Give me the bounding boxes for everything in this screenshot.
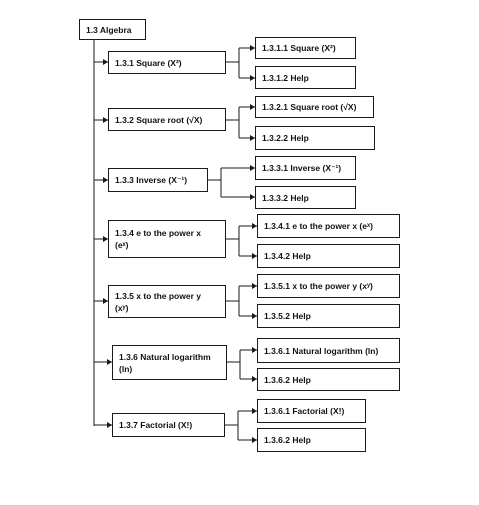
child-arrow-a-1 [250, 45, 255, 51]
node-inverse-function: 1.3.3.1 Inverse (X⁻¹) [255, 156, 356, 180]
node-x-power-y-help-label: 1.3.5.2 Help [264, 311, 311, 321]
child-arrow-b-7 [252, 437, 257, 443]
node-factorial: 1.3.7 Factorial (X!) [112, 413, 225, 437]
child-arrow-b-5 [252, 313, 257, 319]
node-x-power-y: 1.3.5 x to the power y (xʸ) [108, 285, 226, 318]
node-inverse-help-label: 1.3.3.2 Help [262, 192, 309, 203]
branch-arrow-1 [103, 59, 108, 65]
node-x-power-y-function-label: 1.3.5.1 x to the power y (xʸ) [264, 281, 373, 291]
node-natural-logarithm-help: 1.3.6.2 Help [257, 368, 400, 391]
node-x-power-y-function: 1.3.5.1 x to the power y (xʸ) [257, 274, 400, 298]
root-node-label: 1.3 Algebra [86, 24, 132, 35]
node-square-function-label: 1.3.1.1 Square (X²) [262, 43, 336, 53]
child-arrow-b-6 [252, 376, 257, 382]
node-square-root-function-label: 1.3.2.1 Square root (√X) [262, 102, 357, 112]
node-e-power-x-help-label: 1.3.4.2 Help [264, 251, 311, 261]
child-arrow-a-5 [252, 283, 257, 289]
child-arrow-b-1 [250, 75, 255, 81]
node-square-root-help: 1.3.2.2 Help [255, 126, 375, 150]
child-arrow-b-4 [252, 253, 257, 259]
branch-arrow-2 [103, 117, 108, 123]
node-e-power-x-label: 1.3.4 e to the power x (eˣ) [115, 228, 201, 250]
node-square-root-help-label: 1.3.2.2 Help [262, 133, 309, 143]
node-x-power-y-label: 1.3.5 x to the power y (xʸ) [115, 290, 201, 313]
node-e-power-x: 1.3.4 e to the power x (eˣ) [108, 220, 226, 258]
node-inverse-label: 1.3.3 Inverse (X⁻¹) [115, 175, 188, 185]
node-inverse-function-label: 1.3.3.1 Inverse (X⁻¹) [262, 163, 342, 173]
node-square-function: 1.3.1.1 Square (X²) [255, 37, 356, 59]
node-factorial-function-label: 1.3.6.1 Factorial (X!) [264, 406, 345, 416]
child-arrow-a-7 [252, 408, 257, 414]
child-arrow-a-4 [252, 223, 257, 229]
branch-arrow-4 [103, 236, 108, 242]
node-square: 1.3.1 Square (X²) [108, 51, 226, 74]
child-arrow-b-3 [250, 194, 255, 200]
node-e-power-x-function: 1.3.4.1 e to the power x (eˣ) [257, 214, 400, 238]
node-square-label: 1.3.1 Square (X²) [115, 57, 182, 68]
branch-arrow-3 [103, 177, 108, 183]
branch-arrow-5 [103, 298, 108, 304]
node-square-root-label: 1.3.2 Square root (√X) [115, 114, 203, 125]
node-e-power-x-help: 1.3.4.2 Help [257, 244, 400, 268]
node-x-power-y-help: 1.3.5.2 Help [257, 304, 400, 328]
node-e-power-x-function-label: 1.3.4.1 e to the power x (eˣ) [264, 221, 373, 231]
node-square-help: 1.3.1.2 Help [255, 66, 356, 89]
node-natural-logarithm-function-label: 1.3.6.1 Natural logarithm (ln) [264, 345, 379, 356]
node-factorial-help: 1.3.6.2 Help [257, 428, 366, 452]
node-natural-logarithm-function: 1.3.6.1 Natural logarithm (ln) [257, 338, 400, 363]
child-arrow-a-6 [252, 347, 257, 353]
node-natural-logarithm: 1.3.6 Natural logarithm (ln) [112, 345, 227, 380]
root-node-algebra: 1.3 Algebra [79, 19, 146, 40]
node-square-root: 1.3.2 Square root (√X) [108, 108, 226, 131]
child-arrow-a-3 [250, 165, 255, 171]
node-square-root-function: 1.3.2.1 Square root (√X) [255, 96, 374, 118]
node-factorial-function: 1.3.6.1 Factorial (X!) [257, 399, 366, 423]
child-arrow-b-2 [250, 135, 255, 141]
node-natural-logarithm-help-label: 1.3.6.2 Help [264, 374, 311, 385]
node-square-help-label: 1.3.1.2 Help [262, 72, 309, 83]
node-factorial-help-label: 1.3.6.2 Help [264, 435, 311, 445]
node-inverse-help: 1.3.3.2 Help [255, 186, 356, 209]
node-inverse: 1.3.3 Inverse (X⁻¹) [108, 168, 208, 192]
branch-arrow-6 [107, 359, 112, 365]
child-arrow-a-2 [250, 104, 255, 110]
node-natural-logarithm-label: 1.3.6 Natural logarithm (ln) [119, 351, 211, 374]
node-factorial-label: 1.3.7 Factorial (X!) [119, 420, 193, 430]
branch-arrow-7 [107, 422, 112, 428]
